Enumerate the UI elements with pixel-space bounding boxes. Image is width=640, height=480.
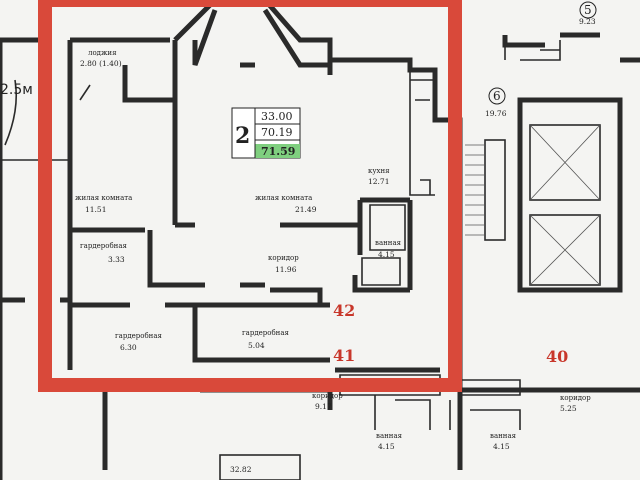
room5-area: 9.23 [579,17,596,26]
kitchen-label: кухня [368,167,390,175]
circle-6 [488,87,506,105]
bath41-area: 4.15 [378,442,395,451]
wardrobe2-label: гардеробная [115,332,163,340]
apartment-41-number: 41 [333,346,355,365]
bath41-label: ванная [376,432,403,440]
area-info-box: 2 33.00 70.19 71.59 [231,107,301,159]
wardrobe1-area: 3.33 [108,255,125,264]
living2-label: жилая комната [255,194,312,202]
apartment-highlight-frame [38,0,462,392]
living2-area: 21.49 [295,205,317,214]
living1-area: 11.51 [85,205,106,214]
corridor-label: коридор [268,254,299,262]
circle-6-number: 6 [493,89,501,103]
total-with-balcony-value: 71.59 [261,145,295,158]
bathroom-label: ванная [375,239,402,247]
living-area-value: 33.00 [261,110,293,123]
corridor41-area: 9.17 [315,402,332,411]
circle-5-number: 5 [584,3,592,17]
room6-area: 19.76 [485,109,507,118]
total-area-value: 70.19 [261,126,293,139]
bath40-label: ванная [490,432,517,440]
bottom-area: 32.82 [230,465,252,474]
apartment-42-number: 42 [333,301,355,320]
corridor40-area: 5.25 [560,404,577,413]
circle-5 [579,1,597,19]
rooms-count: 2 [235,123,250,149]
inner-details [0,35,601,480]
wardrobe1-label: гардеробная [80,242,128,250]
living1-label: жилая комната [75,194,132,202]
loggia-label: лоджия [88,49,117,57]
wardrobe3-area: 5.04 [248,341,265,350]
corridor40-label: коридор [560,394,591,402]
corridor41-label: коридор [312,392,343,400]
kitchen-area: 12.71 [368,177,389,186]
scale-label: 2.5м [0,82,33,98]
apartment-40-number: 40 [546,347,568,366]
bathroom-area: 4.15 [378,250,395,259]
corridor-area: 11.96 [275,265,297,274]
bath40-area: 4.15 [493,442,510,451]
wardrobe2-area: 6.30 [120,343,137,352]
loggia-area: 2.80 (1.40) [80,59,122,68]
wardrobe3-label: гардеробная [242,329,290,337]
